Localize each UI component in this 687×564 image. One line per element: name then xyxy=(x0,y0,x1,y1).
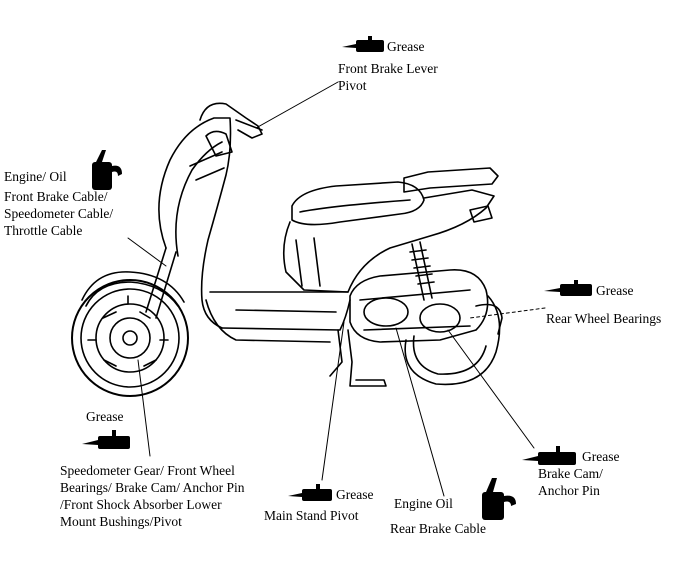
grease-gun-icon xyxy=(522,446,576,465)
grease-gun-icon xyxy=(82,430,130,449)
front-brake-lever-label: Front Brake Lever Pivot xyxy=(338,61,438,93)
grease-gun-icon xyxy=(342,36,384,52)
front-brake-lever-grease-label: Grease xyxy=(387,39,425,54)
rear-brake-grease-label: Grease xyxy=(582,449,620,464)
engine-swing-arm xyxy=(349,269,489,343)
main-stand-label: Main Stand Pivot xyxy=(264,508,359,523)
leader-lines xyxy=(127,81,546,497)
main-stand-grease-label: Grease xyxy=(336,487,374,502)
grease-gun-icon xyxy=(288,484,332,501)
rear-brake-cable-label: Rear Brake Cable xyxy=(390,521,486,536)
front-wheel-grease-label: Grease xyxy=(86,409,124,424)
front-wheel xyxy=(71,279,189,397)
oil-can-icon xyxy=(92,150,122,190)
front-wheel-label: Speedometer Gear/ Front Wheel Bearings/ … xyxy=(60,463,245,529)
rear-wheel-grease-label: Grease xyxy=(596,283,634,298)
rear-wheel xyxy=(404,295,501,386)
front-body xyxy=(158,117,232,329)
cables-label: Front Brake Cable/ Speedometer Cable/ Th… xyxy=(4,189,114,238)
engine-oil-bottom-label: Engine Oil xyxy=(394,496,453,511)
rear-brake-cam-label: Brake Cam/ Anchor Pin xyxy=(538,466,603,498)
floorboard xyxy=(209,291,351,331)
seat xyxy=(291,181,425,226)
rear-body xyxy=(282,189,495,293)
engine-oil-top-label: Engine/ Oil xyxy=(4,169,67,184)
grease-gun-icon xyxy=(544,280,592,296)
rear-rack xyxy=(403,167,499,193)
main-stand xyxy=(329,329,387,387)
front-fender xyxy=(81,271,185,303)
rear-wheel-bearings-label: Rear Wheel Bearings xyxy=(546,311,662,326)
oil-can-icon xyxy=(482,478,516,520)
